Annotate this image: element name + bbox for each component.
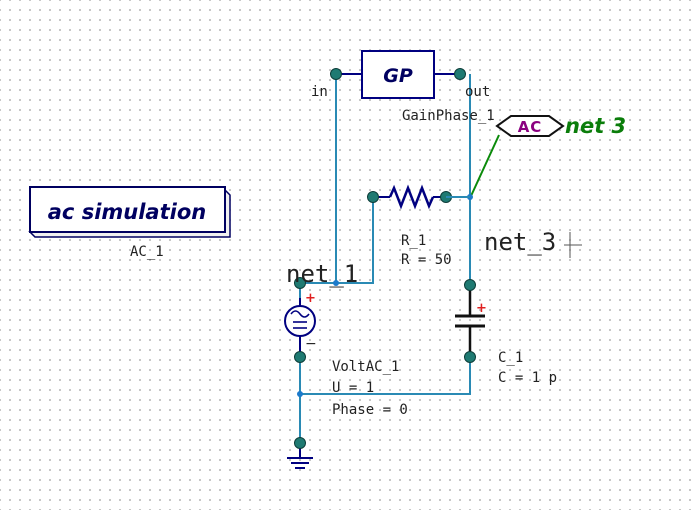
- text-cursor-icon: [564, 232, 582, 258]
- resistor[interactable]: [373, 184, 446, 210]
- source-plus-sign: +: [305, 291, 316, 306]
- source-circle: [284, 305, 316, 337]
- wires: [299, 74, 500, 443]
- ac-simulation-block[interactable]: ac simulation: [28, 186, 231, 238]
- cap-value-label: C = 1 p: [498, 370, 557, 386]
- resistor-id-label: R_1: [401, 233, 426, 249]
- source-sine-wave: [290, 310, 310, 318]
- gp-out-label: out: [465, 84, 490, 100]
- probe-net-label: net 3: [565, 114, 626, 138]
- probe-symbol-label: AC: [518, 118, 543, 136]
- source-minus-sign: −: [305, 336, 317, 352]
- source-port-top[interactable]: [294, 277, 306, 289]
- sim-block-frame: [29, 186, 226, 233]
- capacitor[interactable]: [455, 285, 485, 357]
- gp-in-label: in: [311, 84, 328, 100]
- wire-ground-to-cap[interactable]: [300, 357, 471, 395]
- wire-gp-in-to-source[interactable]: [299, 74, 337, 298]
- resistor-port-left[interactable]: [367, 191, 379, 203]
- sim-block-title: ac simulation: [48, 200, 206, 224]
- ac-voltage-source[interactable]: [284, 298, 316, 357]
- gainphase-block[interactable]: GP: [336, 50, 460, 99]
- gp-id-label: GainPhase_1: [402, 108, 495, 124]
- cap-port-bottom[interactable]: [464, 351, 476, 363]
- sim-block-id: AC_1: [130, 244, 164, 260]
- probe-leader-line: [470, 134, 500, 197]
- source-port-bottom[interactable]: [294, 351, 306, 363]
- gp-out-port[interactable]: [454, 68, 466, 80]
- source-id-label: VoltAC_1: [332, 359, 399, 375]
- wire-net1-to-resistor[interactable]: [336, 197, 374, 284]
- ac-probe[interactable]: AC: [495, 115, 565, 137]
- net1-label[interactable]: net_1: [286, 260, 358, 288]
- resistor-zigzag: [388, 184, 435, 210]
- source-u-label: U = 1: [332, 380, 374, 396]
- gp-in-port[interactable]: [330, 68, 342, 80]
- cap-plus-sign: +: [476, 301, 487, 316]
- gp-symbol-label: GP: [383, 65, 413, 87]
- resistor-value-label: R = 50: [401, 252, 452, 268]
- probe-shape: [495, 115, 565, 137]
- source-phase-label: Phase = 0: [332, 402, 408, 418]
- junction-node-ground: [297, 391, 303, 397]
- cap-port-top[interactable]: [464, 279, 476, 291]
- gp-body: [361, 50, 435, 99]
- ground-port[interactable]: [294, 437, 306, 449]
- net3-label[interactable]: net_3: [484, 228, 556, 256]
- junction-node-net1: [333, 280, 339, 286]
- cap-id-label: C_1: [498, 350, 523, 366]
